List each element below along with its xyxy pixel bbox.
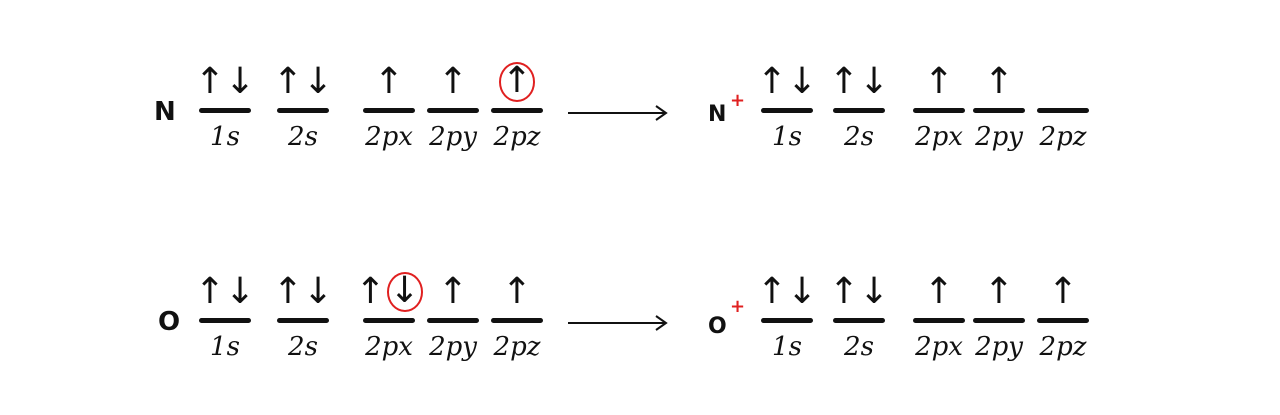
orbital-label: 2px xyxy=(915,122,963,152)
orbital-2pz: ↑ 2pz xyxy=(490,272,544,392)
paired-electron-up: ↑ xyxy=(355,271,386,312)
electron-arrows: ↑ xyxy=(437,61,469,102)
orbital-line xyxy=(833,318,885,323)
orbital-label: 2s xyxy=(288,122,318,152)
orbital-label: 2pz xyxy=(1039,122,1087,152)
electron-arrows: ↑↓ xyxy=(272,271,334,312)
electron-arrows: ↑↓ xyxy=(828,271,890,312)
electron-arrows: ↑ xyxy=(983,271,1015,312)
orbital-line xyxy=(761,108,813,113)
ion-orbital-1s: ↑↓ 1s xyxy=(756,61,818,182)
electron-arrows xyxy=(1036,62,1090,102)
removed-electron-highlight: ↓ xyxy=(386,272,423,312)
electron-arrows: ↑ xyxy=(923,271,955,312)
orbital-line xyxy=(427,108,479,113)
orbital-label: 2pz xyxy=(1039,332,1087,362)
electron-arrows: ↑↓ xyxy=(194,271,256,312)
orbital-2py: ↑ 2py xyxy=(426,272,480,392)
orbital-line xyxy=(363,108,415,113)
orbital-line xyxy=(199,108,251,113)
orbital-2pz: ↑ 2pz xyxy=(490,62,544,182)
ion-charge: + xyxy=(730,90,746,111)
orbital-label: 2py xyxy=(975,122,1023,152)
electron-arrows: ↑ xyxy=(1047,271,1079,312)
orbital-2px: ↑ 2px xyxy=(362,62,416,182)
orbital-line xyxy=(973,318,1025,323)
orbital-line xyxy=(427,318,479,323)
orbital-label: 2py xyxy=(429,122,477,152)
ion-charge: + xyxy=(730,296,746,317)
orbital-label: 2pz xyxy=(493,332,541,362)
oxygen-row: O ↑↓ 1s ↑↓ 2s ↑↓ 2px ↑ 2py ↑ 2pz O + ↑↓ … xyxy=(0,272,1280,402)
electron-arrows: ↑ xyxy=(437,271,469,312)
orbital-line xyxy=(973,108,1025,113)
orbital-line xyxy=(761,318,813,323)
orbital-label: 2px xyxy=(365,332,413,362)
orbital-label: 2s xyxy=(288,332,318,362)
orbital-label: 2py xyxy=(975,332,1023,362)
electron-arrows: ↑↓ xyxy=(756,271,818,312)
orbital-line xyxy=(277,108,329,113)
orbital-label: 2px xyxy=(365,122,413,152)
orbital-2s: ↑↓ 2s xyxy=(272,271,334,392)
ion-orbital-2pz: ↑ 2pz xyxy=(1036,272,1090,392)
ion-orbital-2s: ↑↓ 2s xyxy=(828,271,890,392)
orbital-label: 1s xyxy=(772,122,802,152)
orbital-1s: ↑↓ 1s xyxy=(194,271,256,392)
orbital-2s: ↑↓ 2s xyxy=(272,61,334,182)
orbital-line xyxy=(913,318,965,323)
orbital-label: 2py xyxy=(429,332,477,362)
orbital-2py: ↑ 2py xyxy=(426,62,480,182)
orbital-label: 2px xyxy=(915,332,963,362)
ion-orbital-2pz: 2pz xyxy=(1036,62,1090,182)
ion-orbital-2py: ↑ 2py xyxy=(972,62,1026,182)
orbital-line xyxy=(1037,318,1089,323)
ion-orbital-2py: ↑ 2py xyxy=(972,272,1026,392)
ion-orbital-1s: ↑↓ 1s xyxy=(756,271,818,392)
electron-arrows: ↑ xyxy=(501,271,533,312)
electron-arrows: ↑↓ xyxy=(272,61,334,102)
orbital-label: 1s xyxy=(772,332,802,362)
electron-arrows: ↑ xyxy=(983,61,1015,102)
element-symbol: N xyxy=(154,97,176,127)
orbital-line xyxy=(491,318,543,323)
electron-arrows: ↑↓ xyxy=(828,61,890,102)
orbital-label: 1s xyxy=(210,332,240,362)
electron-arrows: ↑↓ xyxy=(756,61,818,102)
reaction-arrow-icon xyxy=(568,105,668,121)
orbital-line xyxy=(199,318,251,323)
orbital-label: 1s xyxy=(210,122,240,152)
orbital-line xyxy=(491,108,543,113)
orbital-label: 2s xyxy=(844,122,874,152)
ion-symbol: N xyxy=(708,102,727,127)
electron-arrows: ↑ xyxy=(490,62,544,102)
removed-electron-highlight: ↑ xyxy=(498,62,536,102)
orbital-2px: ↑↓ 2px xyxy=(355,272,423,392)
orbital-line xyxy=(1037,108,1089,113)
nitrogen-row: N ↑↓ 1s ↑↓ 2s ↑ 2px ↑ 2py ↑ 2pz N + ↑↓ 1… xyxy=(0,62,1280,192)
electron-arrows: ↑↓ xyxy=(194,61,256,102)
orbital-1s: ↑↓ 1s xyxy=(194,61,256,182)
electron-arrows: ↑↓ xyxy=(355,272,423,312)
ion-symbol: O xyxy=(708,314,727,339)
electron-arrows: ↑ xyxy=(373,61,405,102)
ion-orbital-2px: ↑ 2px xyxy=(912,272,966,392)
orbital-line xyxy=(833,108,885,113)
orbital-line xyxy=(913,108,965,113)
electron-arrows: ↑ xyxy=(923,61,955,102)
orbital-label: 2s xyxy=(844,332,874,362)
ion-orbital-2s: ↑↓ 2s xyxy=(828,61,890,182)
reaction-arrow-icon xyxy=(568,315,668,331)
orbital-line xyxy=(363,318,415,323)
orbital-label: 2pz xyxy=(493,122,541,152)
ion-orbital-2px: ↑ 2px xyxy=(912,62,966,182)
element-symbol: O xyxy=(158,307,181,337)
orbital-line xyxy=(277,318,329,323)
